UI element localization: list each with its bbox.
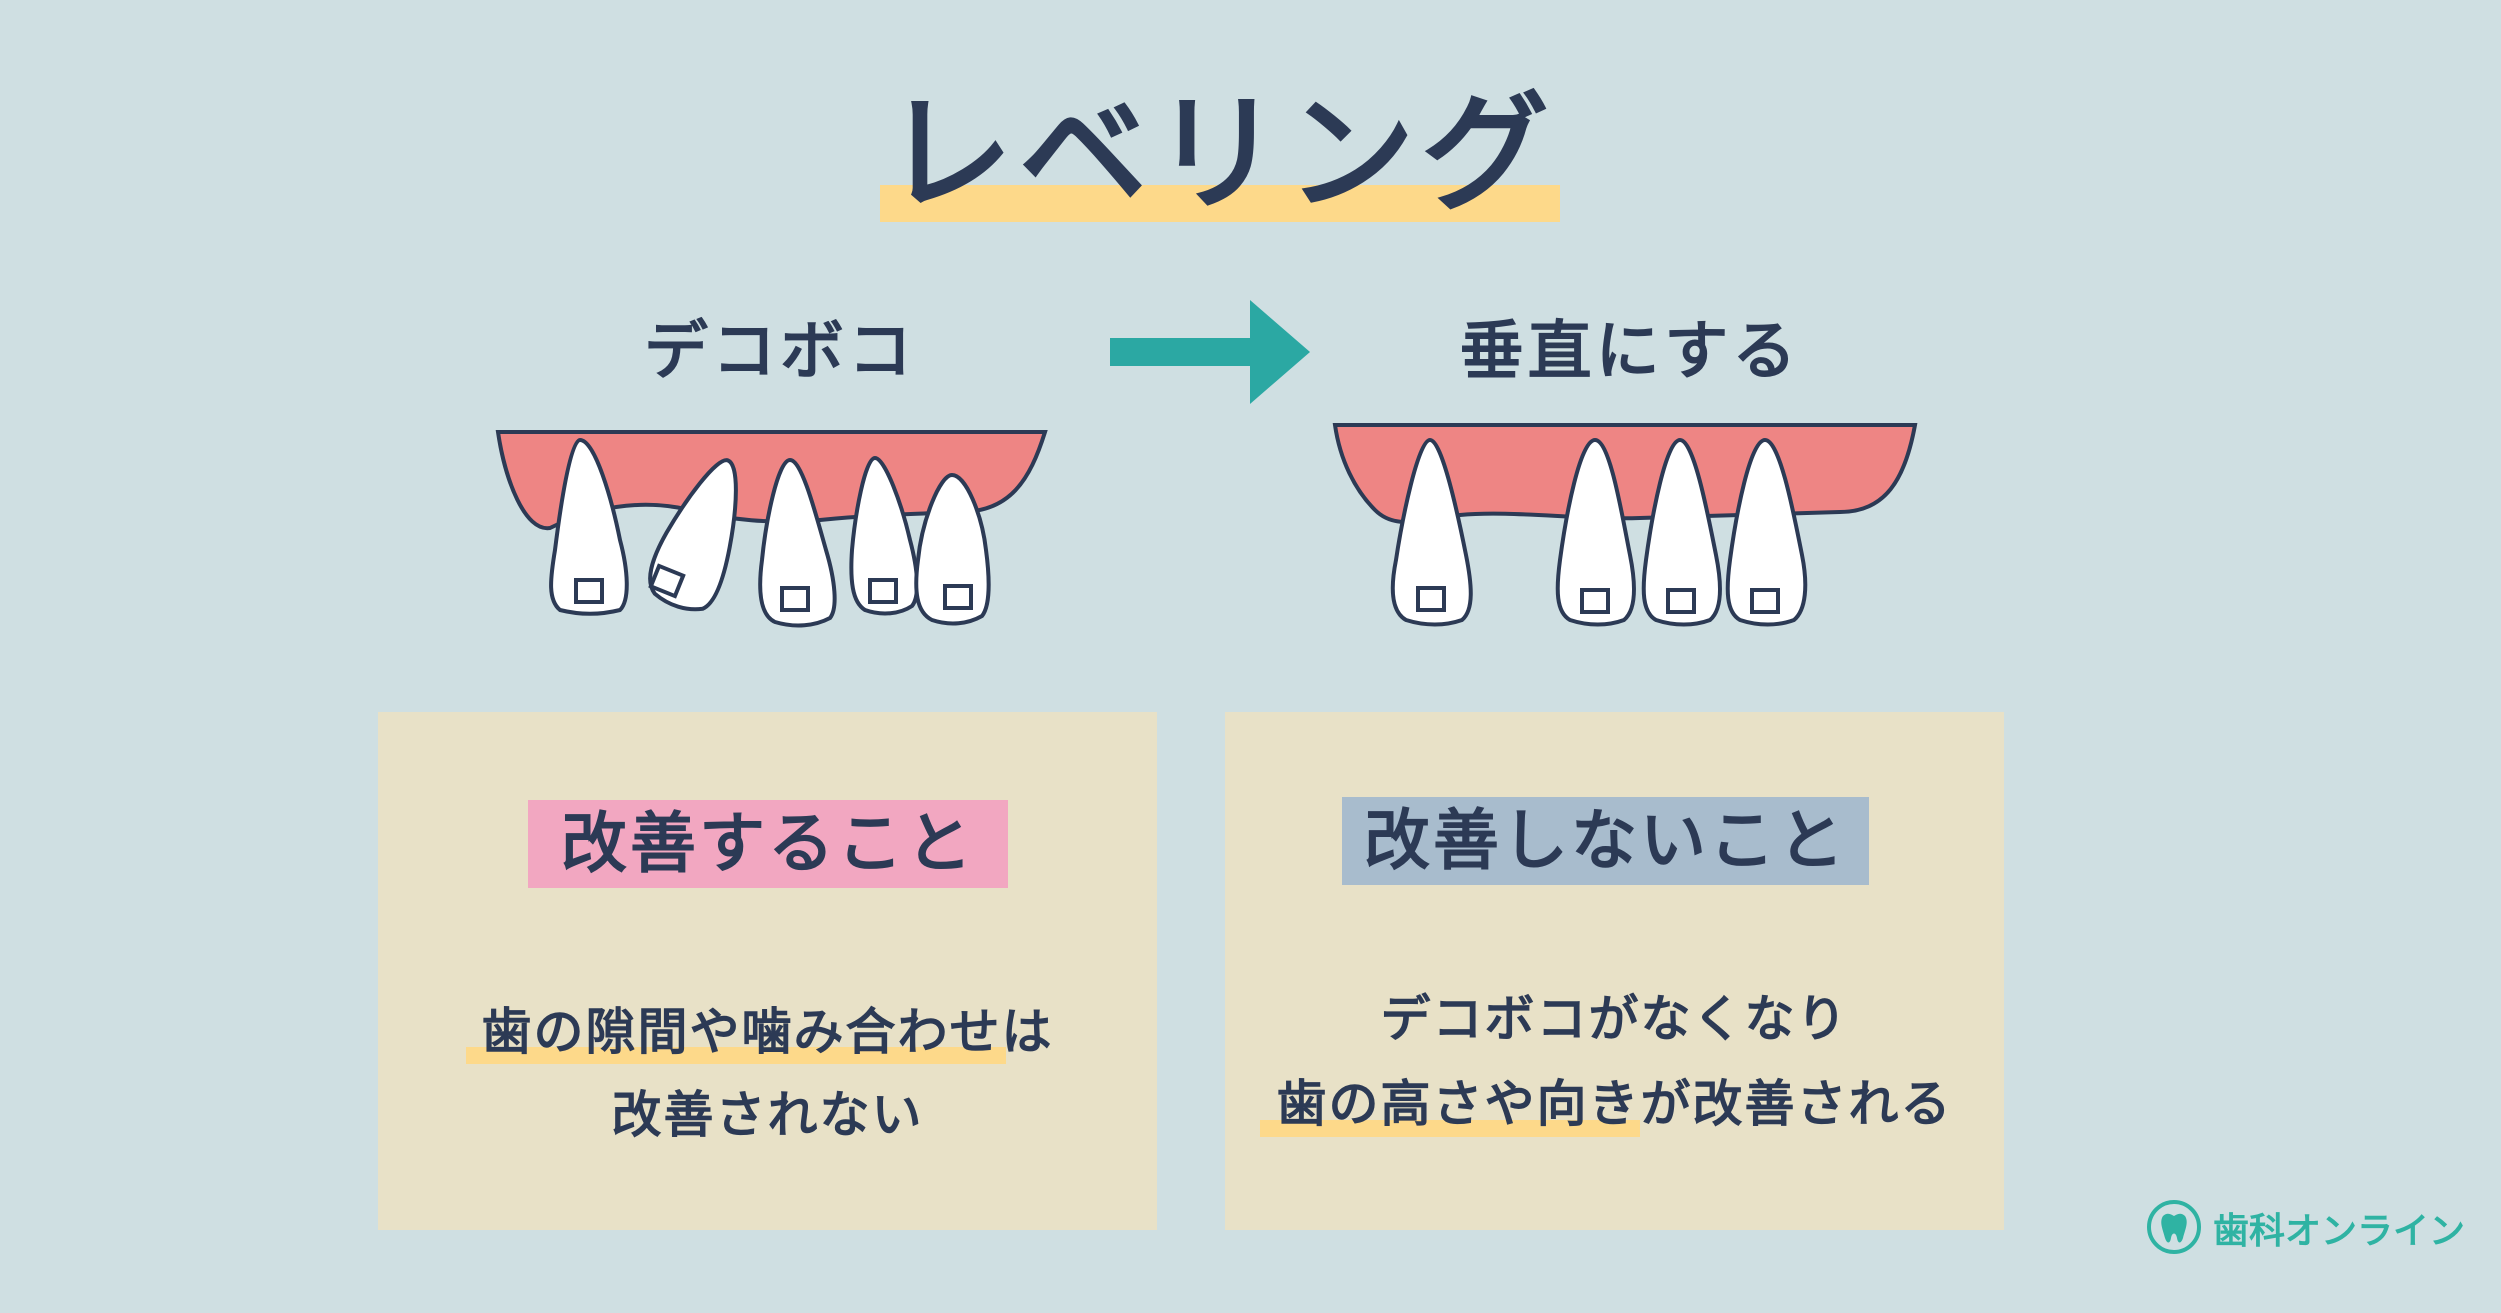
bracket-before-1: [574, 578, 604, 604]
gum-before: [495, 430, 1048, 531]
left-panel-line2: 改善されない: [611, 1086, 924, 1144]
before-label: デコボコ: [644, 315, 916, 389]
brand-logo: 歯科オンライン: [2145, 1198, 2465, 1258]
tooth-logo-icon: [2147, 1200, 2201, 1254]
title-block: レベリング: [880, 80, 1560, 230]
not-improve-panel: 改善しないこと デコボコがなくなり 歯の高さや向きが改善される: [1225, 712, 2004, 1230]
tooth-after-3: [1641, 437, 1722, 627]
bracket-after-3: [1666, 588, 1696, 614]
title-highlight: [880, 185, 1560, 222]
crooked-teeth-illustration: [495, 430, 1048, 628]
bracket-before-2: [648, 563, 686, 599]
bracket-before-5: [943, 584, 973, 610]
tooth-after-4: [1725, 437, 1808, 627]
not-improve-heading: 改善しないこと: [1342, 797, 1869, 885]
tooth-before-3: [758, 457, 837, 628]
bracket-before-3: [780, 586, 810, 612]
brand-name: 歯科オンライン: [2213, 1211, 2466, 1252]
improve-panel: 改善すること 歯の隙間や噛み合わせは 改善されない: [378, 712, 1157, 1230]
bracket-after-4: [1750, 588, 1780, 614]
right-panel-line1: デコボコがなくなり: [1380, 990, 1849, 1048]
aligned-teeth-illustration: [1332, 423, 1918, 627]
page-title: レベリング: [884, 80, 1555, 229]
left-line1-highlight: [466, 1047, 1006, 1064]
tooth-before-4: [849, 455, 920, 616]
tooth-after-2: [1555, 437, 1636, 627]
right-line2-highlight: [1260, 1120, 1640, 1137]
bracket-after-2: [1580, 588, 1610, 614]
tooth-before-1: [549, 437, 629, 616]
bracket-before-4: [868, 578, 898, 604]
after-label: 垂直にする: [1459, 315, 1801, 389]
right-panel-line2: 歯の高さや向きが改善される: [1276, 1075, 1953, 1133]
arrow-right-icon: [1110, 300, 1310, 404]
bracket-after-1: [1416, 586, 1446, 612]
left-panel-line1: 歯の隙間や噛み合わせは: [481, 1003, 1054, 1061]
improve-heading: 改善すること: [528, 800, 1008, 888]
tooth-after-1: [1390, 437, 1473, 627]
